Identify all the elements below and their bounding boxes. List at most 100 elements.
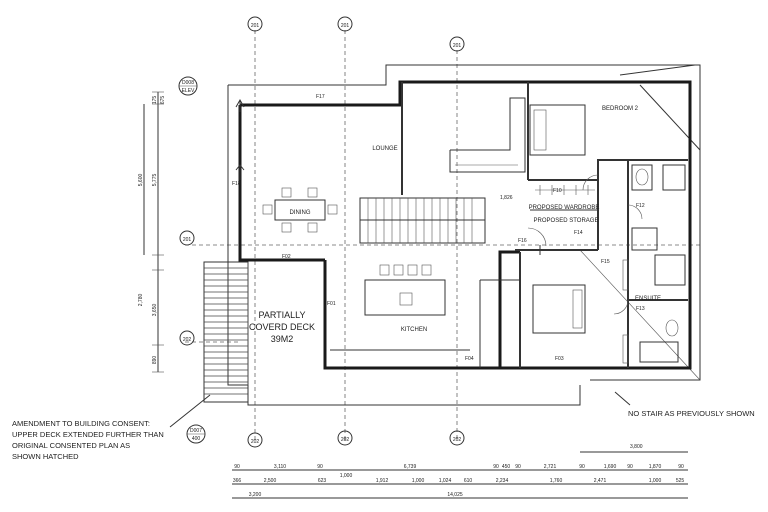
svg-text:3,650: 3,650 [152,304,158,317]
svg-text:623: 623 [318,478,327,484]
grid-bubble: 201 [449,36,465,52]
svg-text:525: 525 [676,478,685,484]
lounge-sofa [449,97,526,173]
detail-bubble: D008 ELEV [178,76,198,96]
grid-bubble: 201 [337,16,353,32]
tag-label: F03 [555,356,564,362]
svg-text:890: 890 [152,356,158,365]
room-label-ensuite: ENSUITE [635,296,661,302]
svg-text:90: 90 [678,464,684,470]
svg-text:1,000: 1,000 [412,478,425,484]
exterior-walls [238,80,692,370]
deck-outline [247,262,581,406]
svg-text:3,200: 3,200 [249,492,262,498]
svg-text:D008: D008 [182,80,194,86]
svg-text:202: 202 [251,439,260,445]
grid-bubble: 202 [247,432,263,448]
tag-label: F15 [601,259,610,265]
svg-text:450: 450 [502,464,511,470]
svg-text:1,760: 1,760 [550,478,563,484]
room-label-dining: DINING [290,210,311,216]
grid-bubble: 202 [449,430,465,446]
svg-text:ELEV: ELEV [182,88,195,94]
room-label-proposed-wardrobe: PROPOSED WARDROBE [529,205,600,211]
svg-text:675: 675 [160,96,166,105]
detail-bubble: D007 400 [186,424,206,444]
svg-text:NO STAIR AS PREVIOUSLY SHOWN: NO STAIR AS PREVIOUSLY SHOWN [628,409,755,418]
svg-text:14,025: 14,025 [447,492,463,498]
svg-text:2,471: 2,471 [594,478,607,484]
grid-bubble: 202 [337,430,353,446]
svg-text:5,600: 5,600 [138,174,144,187]
svg-text:1,912: 1,912 [376,478,389,484]
grid-bubble: 202 [179,330,195,346]
dimension-label: 1,826 [500,195,513,201]
svg-text:ORIGINAL CONSENTED PLAN AS: ORIGINAL CONSENTED PLAN AS [12,441,130,450]
left-dimension-string: 175 675 5,600 5,775 2,780 3,650 890 [138,91,166,373]
interior-walls [401,82,688,368]
svg-text:AMENDMENT TO BUILDING CONSENT:: AMENDMENT TO BUILDING CONSENT: [12,419,150,428]
tag-label: F16 [518,238,527,244]
svg-text:2,780: 2,780 [138,294,144,307]
grid-lines [185,30,700,440]
svg-text:202: 202 [453,437,462,443]
dining-table [262,187,338,233]
hatched-deck [203,261,249,403]
tag-label: F02 [282,254,291,260]
svg-text:201: 201 [183,237,192,243]
tag-label: F10 [553,188,562,194]
bottom-dimension-string: 90 3,110 90 6,739 90 450 90 2,721 90 1,6… [232,451,688,499]
bed-master [532,284,586,334]
tag-label: F13 [636,306,645,312]
svg-text:201: 201 [251,23,260,29]
svg-text:2,234: 2,234 [496,478,509,484]
svg-text:90: 90 [627,464,633,470]
tag-label: F18 [232,181,241,187]
deck-label-line2: COVERD DECK [249,322,315,332]
svg-text:D007: D007 [190,428,202,434]
svg-text:201: 201 [453,43,462,49]
svg-text:1,000: 1,000 [340,473,353,479]
svg-text:366: 366 [233,478,242,484]
svg-text:SHOWN HATCHED: SHOWN HATCHED [12,452,79,461]
wardrobe-rail [535,185,595,195]
grid-bubble: 201 [179,230,195,246]
svg-text:175: 175 [152,96,158,105]
bathroom-fixtures [622,164,686,364]
stair [359,197,486,244]
svg-text:202: 202 [183,337,192,343]
room-label-proposed-storage: PROPOSED STORAGE [534,218,599,224]
svg-text:90: 90 [515,464,521,470]
svg-text:5,775: 5,775 [152,174,158,187]
room-label-bedroom2: BEDROOM 2 [602,106,639,112]
deck-label-line3: 39M2 [271,334,294,344]
roof-outline [227,64,701,386]
svg-text:90: 90 [317,464,323,470]
tag-label: F17 [316,94,325,100]
kitchen-island [330,264,470,351]
door-swings [527,174,643,315]
arrow-icon [235,98,541,255]
svg-text:3,110: 3,110 [274,464,286,470]
svg-text:90: 90 [579,464,585,470]
tag-label: F04 [465,356,474,362]
svg-text:90: 90 [493,464,499,470]
no-stair-note: NO STAIR AS PREVIOUSLY SHOWN [614,391,755,418]
svg-text:2,721: 2,721 [544,464,557,470]
tag-label: F14 [574,230,583,236]
deck-label-line1: PARTIALLY [258,310,305,320]
svg-text:90: 90 [234,464,240,470]
svg-text:UPPER DECK EXTENDED FURTHER TH: UPPER DECK EXTENDED FURTHER THAN [12,430,164,439]
dimension-label: 3,800 [630,444,643,450]
svg-text:1,690: 1,690 [604,464,617,470]
svg-text:1,000: 1,000 [649,478,662,484]
room-label-kitchen: KITCHEN [401,327,427,333]
svg-text:202: 202 [341,437,350,443]
svg-text:1,024: 1,024 [439,478,452,484]
tag-label: F01 [327,301,336,307]
amendment-note: AMENDMENT TO BUILDING CONSENT: UPPER DEC… [12,394,211,461]
tag-label: F12 [636,203,645,209]
grid-bubble: 201 [247,16,263,32]
svg-text:6,739: 6,739 [404,464,417,470]
